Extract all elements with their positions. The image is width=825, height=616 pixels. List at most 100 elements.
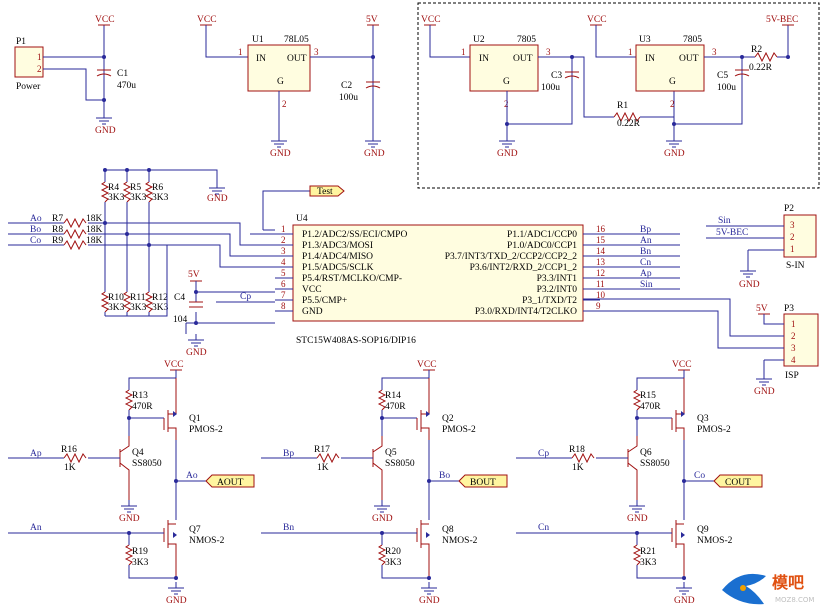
gnd-label-1: GND (95, 126, 116, 136)
c3-value: 100u (541, 83, 560, 93)
mcu-right-pin-name: P1.1/ADC1/CCP0 (507, 230, 577, 240)
u3-ref: U3 (639, 35, 651, 45)
pmos-val: PMOS-2 (697, 425, 731, 435)
vcc-label-3: VCC (421, 15, 441, 25)
r2-value: 0.22R (749, 63, 773, 73)
mcu-left-pin-num: 6 (281, 279, 286, 289)
p2-ref: P2 (784, 204, 794, 214)
mcu-left-pin-name: VCC (302, 285, 322, 295)
divider-upper-val: 3K3 (152, 193, 169, 203)
bridge-pullup-ref: R14 (385, 391, 401, 401)
npn-val: SS8050 (640, 459, 670, 469)
gnd-label-2: GND (270, 149, 291, 159)
mcu-right-pin-name: P3.7/INT3/TXD_2/CCP2/CCP2_2 (445, 252, 577, 262)
divider-series-ref: R7 (52, 214, 63, 224)
bridge-gate-resistor (632, 544, 642, 566)
gnd-label-9: GND (754, 387, 775, 397)
vcc-label-4: VCC (587, 15, 607, 25)
5v-label-1: 5V (366, 15, 378, 25)
npn-gnd-label: GND (119, 514, 140, 524)
p1-pin2: 2 (37, 64, 42, 74)
bridge-vcc-label: VCC (417, 360, 437, 370)
u2-ref: U2 (473, 35, 485, 45)
p2-pin3: 3 (790, 220, 795, 230)
bridge-gate-val: 3K3 (132, 558, 149, 568)
mcu-right-pin-num: 13 (596, 257, 606, 267)
divider-series-val: 18K (86, 225, 103, 235)
bridge-base-ref: R18 (569, 445, 585, 455)
r1-ref: R1 (617, 101, 628, 111)
bridge-pullup-ref: R13 (132, 391, 148, 401)
bridge-out-net: Co (694, 471, 705, 481)
5v-label-2: 5V (188, 270, 200, 280)
bridge-out-net: Ao (186, 471, 198, 481)
bridge-gate-resistor (377, 544, 387, 566)
mcu-left-pin-name: GND (302, 307, 323, 317)
pmos-ref: Q1 (189, 414, 201, 424)
vcc-label-1: VCC (95, 15, 115, 25)
r2-ref: R2 (751, 45, 762, 55)
bridge-input-p-label: Cp (538, 449, 549, 459)
pmos-val: PMOS-2 (189, 425, 223, 435)
mcu-right-pin-num: 9 (596, 301, 601, 311)
u1-out: OUT (287, 54, 307, 64)
p3-ref: P3 (784, 304, 794, 314)
nmos-symbol (163, 520, 177, 580)
bridge-base-val: 1K (572, 463, 584, 473)
divider-lower-ref: R11 (130, 293, 146, 303)
junction-dot (174, 576, 178, 580)
resistor-r1: R1 0.22R (613, 101, 641, 129)
cp-net-label: Cp (240, 292, 251, 302)
c5-ref: C5 (717, 71, 728, 81)
capacitor-c1: C1 470u (96, 69, 136, 91)
u1-pin3: 3 (314, 47, 319, 57)
nmos-arrow (173, 532, 177, 538)
nmos-symbol (671, 520, 685, 580)
mcu-left-pin-num: 5 (281, 268, 286, 278)
mcu-right-pin-num: 16 (596, 224, 606, 234)
p3-name: ISP (785, 371, 799, 381)
bridge-out-flag (713, 474, 763, 488)
connector-p2: P2 3 2 1 S-IN (783, 204, 817, 271)
u3-pin1: 1 (628, 47, 633, 57)
bridge-pullup-ref: R15 (640, 391, 656, 401)
u2-out: OUT (513, 54, 533, 64)
u1-pin2: 2 (282, 99, 287, 109)
mcu-left-pin-name: P1.5/ADC5/SCLK (302, 263, 374, 273)
junction-dot (427, 576, 431, 580)
nmos-arrow (426, 532, 430, 538)
divider-lower-resistor (122, 291, 132, 313)
bridge-base-ref: R17 (314, 445, 330, 455)
bridge-base-resistor (316, 452, 340, 464)
npn-gnd-label: GND (627, 514, 648, 524)
bridge-input-p-label: Bp (283, 449, 294, 459)
u3-g: G (669, 77, 676, 87)
divider-upper-resistor (100, 181, 110, 203)
bridge-gate-resistor (124, 544, 134, 566)
divider-lower-ref: R12 (152, 293, 168, 303)
bridge-pullup-val: 470R (640, 402, 661, 412)
divider-lower-val: 3K3 (152, 303, 169, 313)
npn-val: SS8050 (385, 459, 415, 469)
u2-pin1: 1 (461, 47, 466, 57)
5v-bec-label: 5V-BEC (766, 15, 798, 25)
junction-dot (380, 416, 384, 420)
regulator-u1: U1 78L05 IN OUT G (247, 35, 311, 92)
bridge-gate-ref: R19 (132, 547, 148, 557)
bridge-gate-val: 3K3 (385, 558, 402, 568)
u4-ref: U4 (296, 214, 308, 224)
mcu-right-pin-name: P3.6/INT2/RXD_2/CCP1_2 (470, 263, 578, 273)
mcu-left-pin-name: P1.4/ADC4/MISO (302, 252, 373, 262)
watermark: 模吧 MOZ8.COM (722, 573, 814, 605)
gnd-label-8: GND (739, 280, 760, 290)
mcu-left-pin-num: 4 (281, 257, 286, 267)
bridge-input-p-label: Ap (30, 449, 42, 459)
mcu-right-net-label: An (640, 236, 652, 246)
u2-value: 7805 (517, 35, 536, 45)
bridge-out-net: Bo (439, 471, 450, 481)
mcu-left-pin-num: 2 (281, 235, 286, 245)
c3-ref: C3 (551, 71, 562, 81)
nmos-gnd-label: GND (166, 596, 187, 606)
npn-gnd-label: GND (372, 514, 393, 524)
